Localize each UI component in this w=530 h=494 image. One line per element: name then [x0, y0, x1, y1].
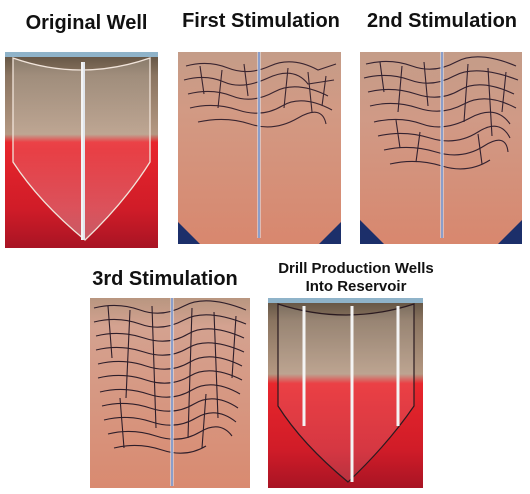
- fracture-network: [183, 61, 337, 128]
- sky-strip: [268, 298, 423, 303]
- corner-shadow-left: [360, 220, 384, 244]
- fracture-network: [363, 56, 519, 170]
- third-stimulation-title: 3rd Stimulation: [92, 268, 238, 290]
- first-stimulation-title: First Stimulation: [182, 10, 340, 32]
- rock-block: [90, 298, 250, 488]
- production-wells-title-line2: Into Reservoir: [305, 278, 407, 295]
- production-wells-title: Drill Production Wells Into Reservoir: [252, 260, 460, 296]
- second-stimulation-illustration: [360, 52, 522, 244]
- corner-shadow-right: [498, 220, 522, 244]
- reservoir-outline: [277, 303, 415, 483]
- production-wells-illustration: [268, 298, 423, 488]
- second-stimulation-panel: [360, 52, 522, 244]
- sky-strip: [5, 52, 158, 57]
- corner-shadow-left: [178, 222, 200, 244]
- production-wells-panel: [268, 298, 423, 488]
- second-stimulation-title: 2nd Stimulation: [367, 10, 517, 32]
- original-well-illustration: [5, 52, 158, 248]
- production-wells-title-line1: Drill Production Wells: [278, 260, 434, 277]
- first-stimulation-panel: [178, 52, 341, 244]
- third-stimulation-illustration: [90, 298, 250, 488]
- corner-shadow-right: [319, 222, 341, 244]
- third-stimulation-panel: [90, 298, 250, 488]
- original-well-panel: [5, 52, 158, 248]
- original-well-title: Original Well: [25, 12, 148, 34]
- first-stimulation-illustration: [178, 52, 341, 244]
